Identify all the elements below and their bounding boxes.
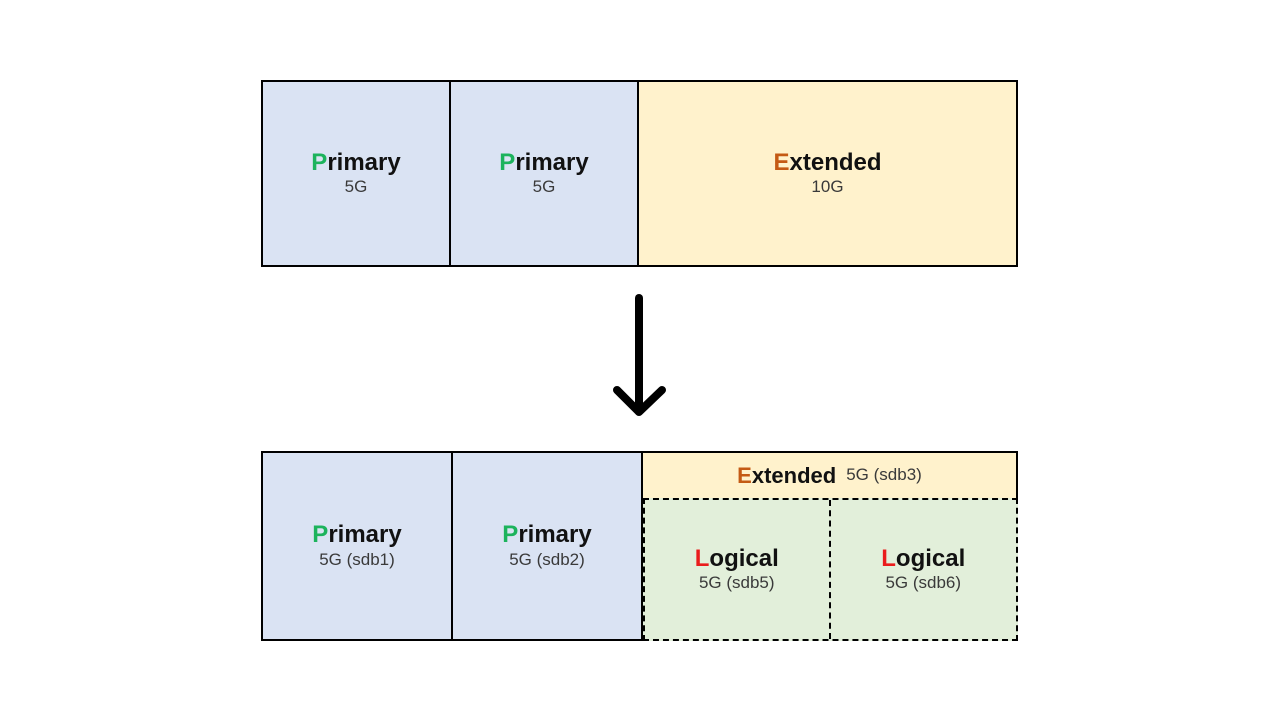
partition-primary-sdb2: Primary 5G (sdb2) xyxy=(453,451,643,641)
partition-label: Logical xyxy=(881,544,966,572)
extended-region: Extended 5G (sdb3) Logical 5G (sdb5) Log… xyxy=(643,451,1018,641)
partition-primary-1-before: Primary 5G xyxy=(263,82,451,265)
partition-size: 10G xyxy=(811,177,844,197)
disk-before: Primary 5G Primary 5G Extended 10G xyxy=(261,80,1018,267)
partition-size: 5G (sdb3) xyxy=(846,465,922,485)
partition-logical-sdb5: Logical 5G (sdb5) xyxy=(645,500,831,639)
partition-primary-sdb1: Primary 5G (sdb1) xyxy=(261,451,453,641)
partition-label: Logical xyxy=(694,544,779,572)
partition-size: 5G (sdb1) xyxy=(319,549,395,569)
partition-label: Primary xyxy=(502,521,592,549)
partition-size: 5G (sdb2) xyxy=(509,549,585,569)
partition-label: Primary xyxy=(312,521,402,549)
disk-after: Primary 5G (sdb1) Primary 5G (sdb2) Exte… xyxy=(261,451,1018,641)
partition-size: 5G xyxy=(344,177,368,197)
logical-partitions: Logical 5G (sdb5) Logical 5G (sdb6) xyxy=(643,498,1018,641)
down-arrow-icon xyxy=(598,288,682,422)
partition-logical-sdb6: Logical 5G (sdb6) xyxy=(831,500,1017,639)
partition-label: Extended xyxy=(737,462,837,488)
partition-label: Primary xyxy=(311,148,401,176)
partition-extended-sdb3: Extended 5G (sdb3) xyxy=(643,451,1018,498)
partition-size: 5G (sdb5) xyxy=(698,573,775,593)
partition-size: 5G (sdb6) xyxy=(885,573,962,593)
partition-extended-before: Extended 10G xyxy=(639,82,1016,265)
partition-label: Extended xyxy=(773,148,882,176)
partition-size: 5G xyxy=(532,177,556,197)
partition-primary-2-before: Primary 5G xyxy=(451,82,639,265)
partition-label: Primary xyxy=(499,148,589,176)
